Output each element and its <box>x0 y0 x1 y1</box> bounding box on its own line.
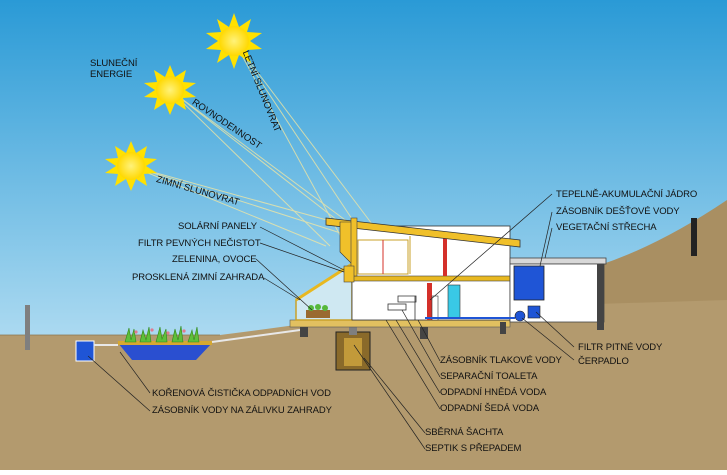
solar-energy-line1: SLUNEČNÍ <box>90 58 138 69</box>
rain-water-tank <box>513 265 545 301</box>
separating-toilet-icon <box>387 303 407 311</box>
collection-shaft-label: SBĚRNÁ ŠACHTA <box>425 427 504 438</box>
upper-floor <box>351 275 511 282</box>
irrigation-tank-label: ZÁSOBNÍK VODY NA ZÁLIVKU ZAHRADY <box>152 405 332 416</box>
solids-filter-label: FILTR PEVNÝCH NEČISTOT <box>138 238 261 249</box>
grey-water-label: ODPADNÍ ŠEDÁ VODA <box>440 403 539 414</box>
solar-panels-label: SOLÁRNÍ PANELY <box>178 221 258 232</box>
rain-tank-label: ZÁSOBNÍK DEŠŤOVÉ VODY <box>556 206 680 217</box>
root-treatment-pond <box>118 343 212 360</box>
separating-toilet-label: SEPARAČNÍ TOALETA <box>440 371 538 382</box>
pump-label: ČERPADLO <box>578 356 629 367</box>
thermal-core <box>427 283 432 320</box>
vegetable-bed <box>306 310 330 318</box>
solar-energy-line2: ENERGIE <box>90 69 133 80</box>
drinking-water-filter <box>527 305 541 319</box>
shower <box>447 284 461 319</box>
sun-rays <box>130 40 373 247</box>
thermal-core-label: TEPELNĚ-AKUMULAČNÍ JÁDRO <box>556 189 698 200</box>
vegetables-label: ZELENINA, OVOCE <box>172 254 257 265</box>
green-roof-label: VEGETAČNÍ STŘECHA <box>556 222 657 233</box>
root-treatment-label: KOŘENOVÁ ČISTIČKA ODPADNÍCH VOD <box>152 388 331 399</box>
reed-plants <box>124 325 200 343</box>
sun-winter-icon <box>105 141 157 191</box>
main-roof <box>325 217 521 248</box>
irrigation-tank <box>75 340 95 362</box>
solids-filter <box>343 265 355 283</box>
sun-equinox-icon <box>144 65 196 115</box>
sun-summer-icon <box>206 13 262 69</box>
leader-lines <box>87 193 575 450</box>
green-roof <box>509 257 607 265</box>
brown-water-label: ODPADNÍ HNĚDÁ VODA <box>440 387 547 398</box>
pressure-tank-label: ZÁSOBNÍK TLAKOVÉ VODY <box>440 355 562 366</box>
winter-garden-label: PROSKLENÁ ZIMNÍ ZAHRADA <box>132 272 265 283</box>
left-post <box>25 305 30 350</box>
flowers <box>134 328 186 335</box>
floor-slab <box>289 319 511 328</box>
right-post <box>691 218 697 256</box>
septic-label: SEPTIK S PŘEPADEM <box>425 443 522 454</box>
drinking-filter-label: FILTR PITNÉ VODY <box>578 342 663 353</box>
